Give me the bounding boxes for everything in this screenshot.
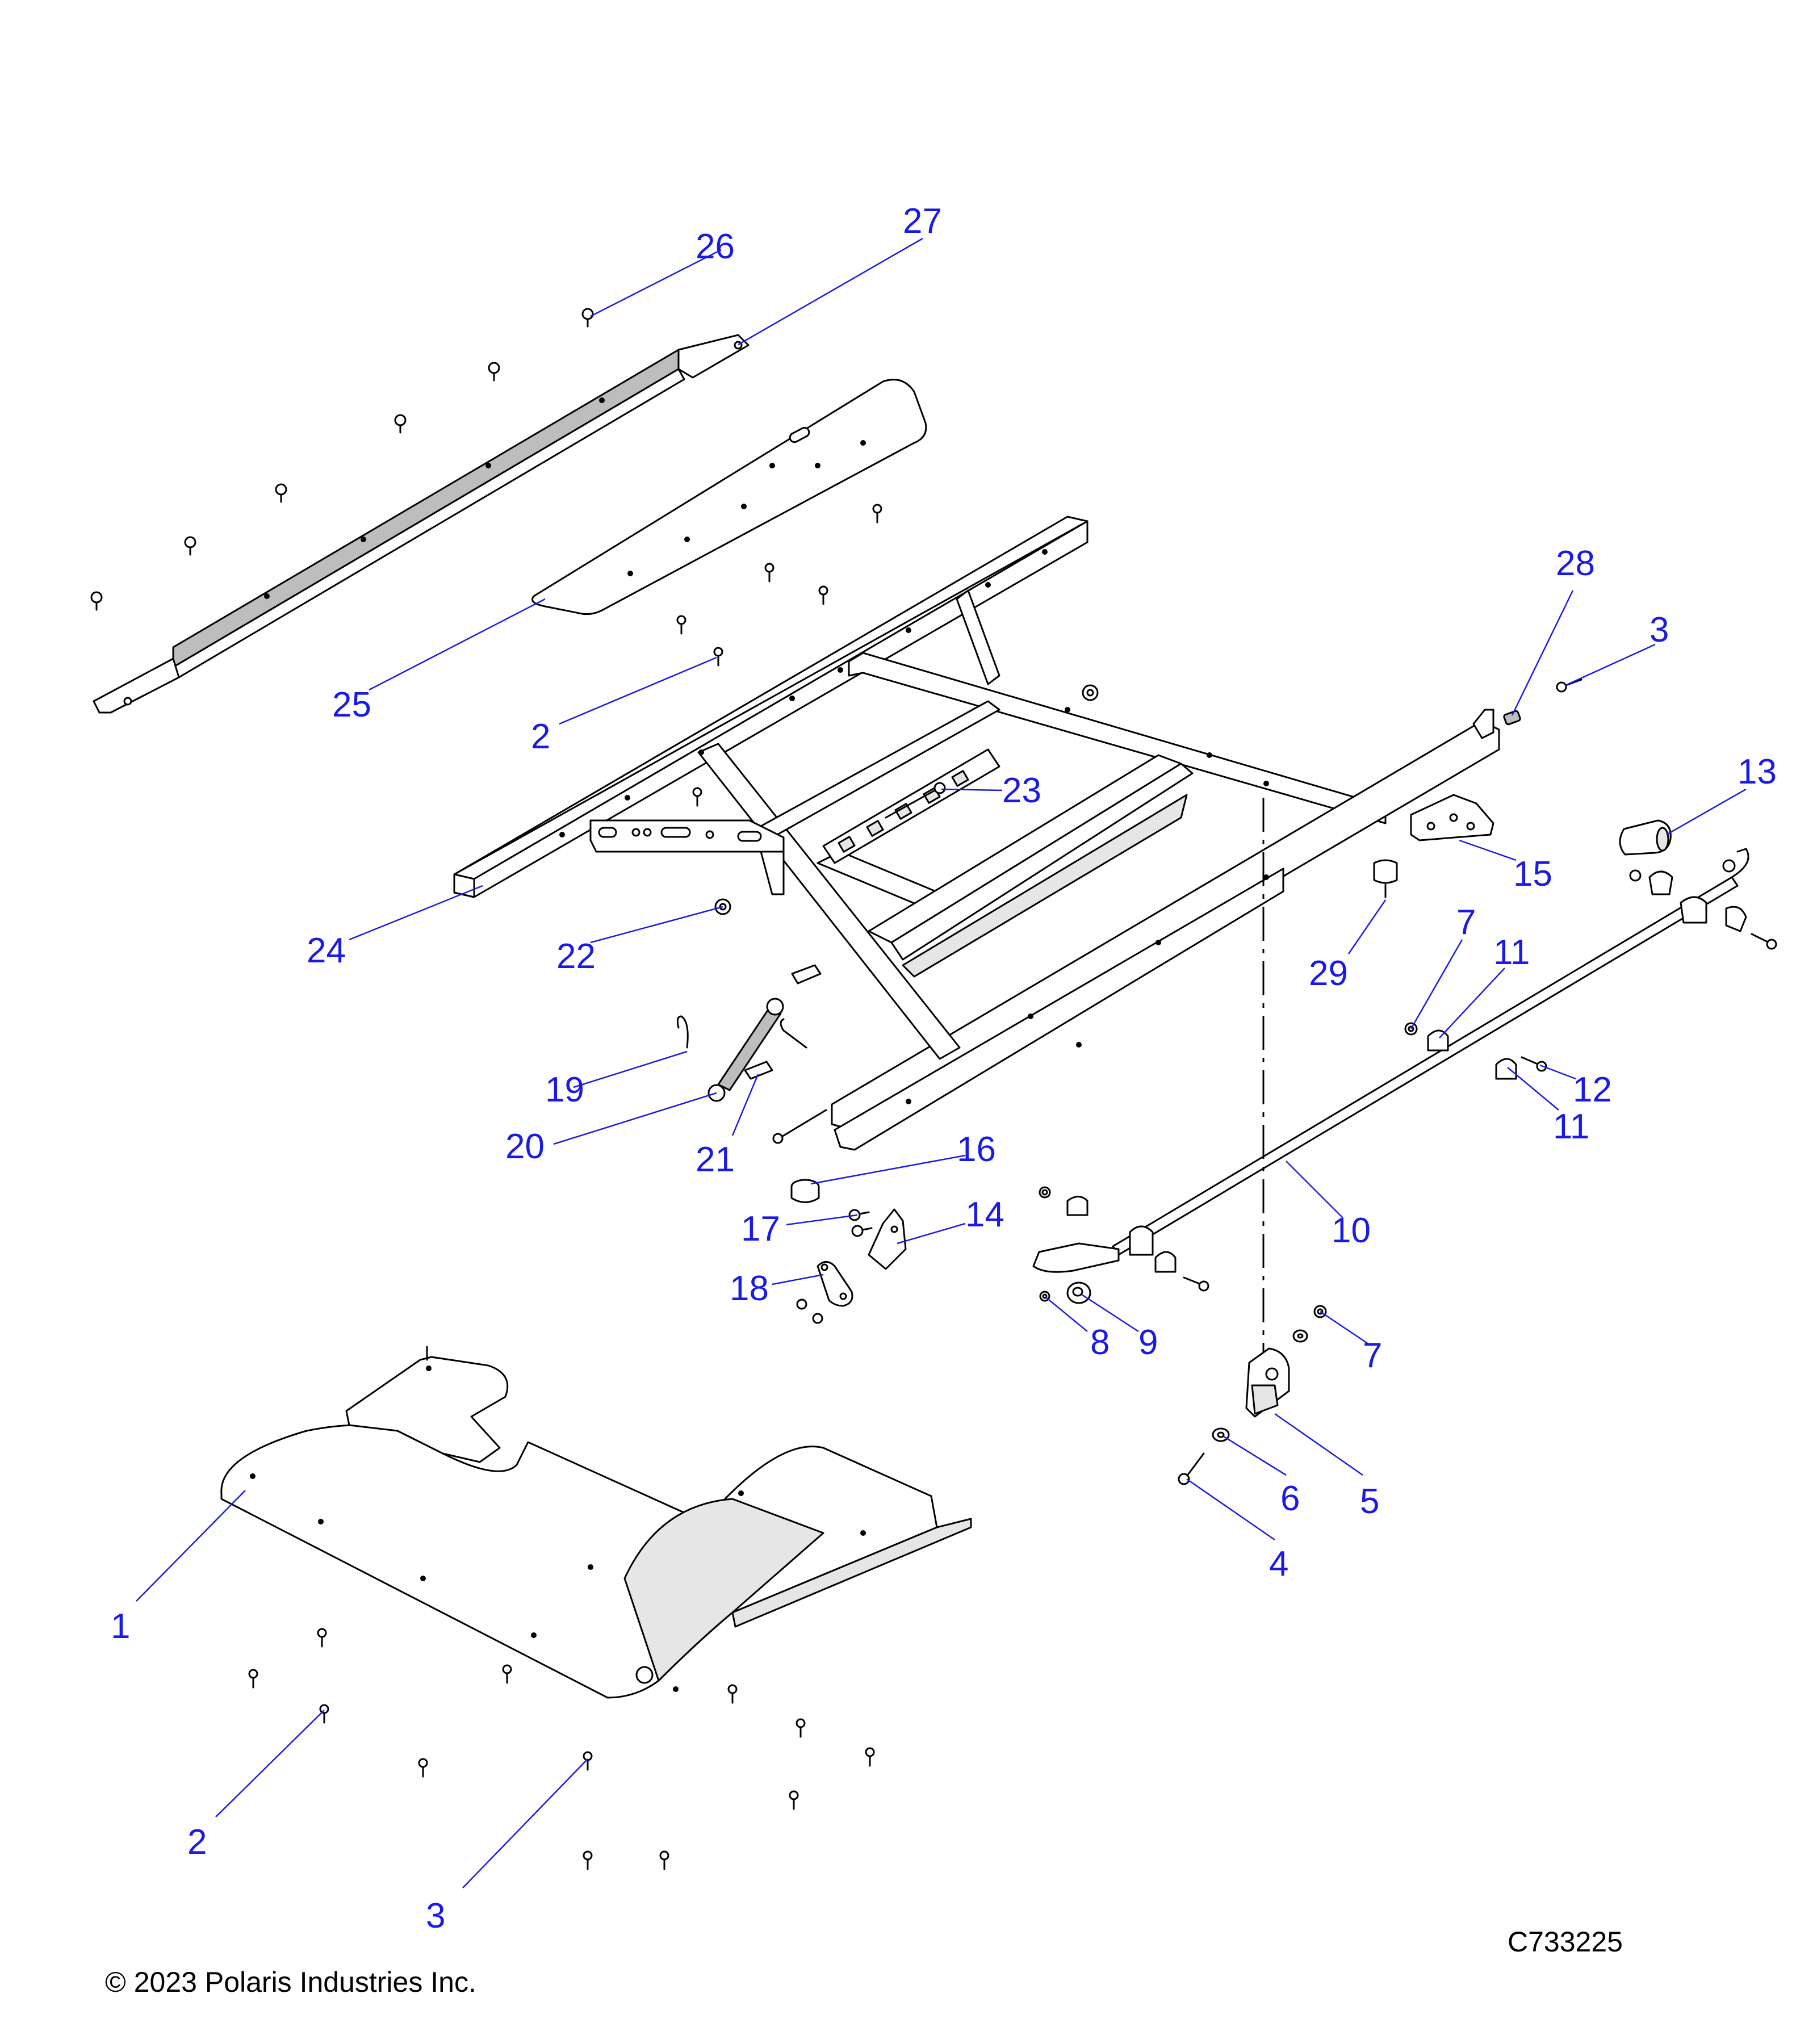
part-5-mount — [1245, 1347, 1290, 1418]
part-3-screw-upper — [1556, 678, 1582, 693]
part-27-rail — [93, 334, 750, 714]
washer-icon — [1292, 1329, 1308, 1343]
screw-icon — [418, 1758, 428, 1778]
callout-16: 16 — [957, 1130, 996, 1169]
part-11-clamp-b — [1495, 1058, 1517, 1080]
part-18-bracket — [796, 1261, 853, 1324]
screw-icon — [248, 1669, 258, 1689]
screw-icon — [583, 1850, 593, 1870]
callout-13: 13 — [1738, 752, 1777, 791]
part-26-rivets — [90, 308, 594, 611]
rod-clamp-left — [1129, 1225, 1154, 1256]
rivet-icon — [581, 308, 594, 328]
screw-icon — [727, 1684, 738, 1704]
callout-4: 4 — [1269, 1544, 1288, 1584]
part-9-bushing — [1066, 1281, 1091, 1304]
callout-6: 6 — [1280, 1479, 1300, 1518]
callout-3-upper: 3 — [1649, 610, 1669, 650]
callout-28: 28 — [1556, 544, 1595, 583]
callout-24: 24 — [307, 931, 346, 970]
screw-icon — [818, 585, 828, 605]
callout-15: 15 — [1513, 855, 1552, 894]
rivet-icon — [184, 536, 196, 556]
part-17-bolts — [848, 1209, 873, 1237]
rivet-icon — [394, 414, 407, 434]
part-1-skid-plate — [220, 1356, 972, 1699]
screw-icon — [772, 1109, 827, 1144]
copyright-text: © 2023 Polaris Industries Inc. — [105, 1966, 476, 1998]
callout-9: 9 — [1138, 1323, 1158, 1362]
diagram-id: C733225 — [1508, 1926, 1623, 1958]
part-23-bolt — [885, 782, 946, 819]
screw-icon — [676, 615, 686, 635]
screw-icon — [865, 1747, 875, 1767]
part-4-bolt — [1178, 1452, 1205, 1485]
callout-2-lower: 2 — [187, 1823, 207, 1862]
part-14-bracket — [868, 1208, 907, 1270]
rivet-icon — [90, 591, 103, 611]
rivet-icon — [488, 362, 500, 382]
screw-icon — [796, 1718, 806, 1738]
pin-icon — [791, 964, 822, 985]
callout-23: 23 — [1002, 771, 1041, 810]
part-21-pin — [744, 1061, 773, 1080]
rivet-icon — [275, 483, 287, 503]
leader-lines — [136, 237, 1747, 1888]
cotter-pin-icon — [780, 1018, 807, 1049]
callout-2-upper: 2 — [531, 717, 550, 756]
callout-7-lower: 7 — [1363, 1336, 1382, 1375]
part-12-bolt — [1521, 1056, 1547, 1072]
callout-21: 21 — [696, 1140, 735, 1179]
part-13-cap — [1619, 819, 1672, 856]
callout-11-lower: 11 — [1553, 1107, 1589, 1146]
callout-17: 17 — [741, 1209, 780, 1249]
callout-25: 25 — [332, 685, 371, 724]
screw-icon — [764, 563, 774, 583]
callout-26: 26 — [696, 227, 735, 266]
screw-icon — [659, 1850, 669, 1870]
lower-screws — [248, 1628, 875, 1870]
callout-8: 8 — [1090, 1323, 1110, 1362]
rod-clamp-right — [1680, 896, 1707, 924]
part-6-washer — [1212, 1427, 1230, 1442]
screw-icon — [502, 1664, 512, 1684]
part-24-frame — [453, 516, 1500, 1151]
screw-icon — [319, 1704, 329, 1724]
callout-11-upper: 11 — [1493, 933, 1530, 972]
screw-icon — [583, 1751, 593, 1771]
callout-19: 19 — [545, 1070, 584, 1109]
clamp-nut-group — [1039, 1186, 1209, 1292]
callout-18: 18 — [730, 1269, 769, 1308]
screw-icon — [789, 1790, 799, 1810]
callout-12: 12 — [1573, 1070, 1612, 1109]
callout-29: 29 — [1309, 954, 1348, 993]
callout-labels: 26 27 25 2 23 24 22 28 3 13 15 29 7 11 1… — [111, 202, 1777, 1936]
part-8-nut — [1039, 1291, 1050, 1302]
callout-1: 1 — [111, 1607, 130, 1646]
part-11-clamp-a — [1427, 1029, 1449, 1052]
screw-icon — [317, 1628, 327, 1648]
callout-3-lower: 3 — [426, 1896, 445, 1936]
screw-icon — [872, 504, 882, 523]
screw-icon — [692, 787, 702, 807]
part-2-screws-upper — [676, 504, 882, 807]
callout-5: 5 — [1360, 1482, 1379, 1521]
callout-14: 14 — [965, 1195, 1004, 1234]
part-28-clip — [1503, 710, 1521, 726]
callout-7-upper: 7 — [1456, 903, 1476, 942]
callout-27: 27 — [903, 202, 942, 241]
part-20-gas-strut — [707, 998, 784, 1102]
callout-22: 22 — [556, 937, 596, 976]
screw-icon — [713, 647, 723, 667]
callout-10: 10 — [1332, 1211, 1371, 1250]
grommet-icon — [1082, 684, 1099, 701]
part-29-bumper — [1373, 859, 1398, 898]
part-19-cotter-pin — [676, 1015, 689, 1049]
part-10-rod — [1032, 848, 1777, 1273]
callout-20: 20 — [505, 1127, 545, 1166]
part-25-panel — [531, 379, 927, 615]
